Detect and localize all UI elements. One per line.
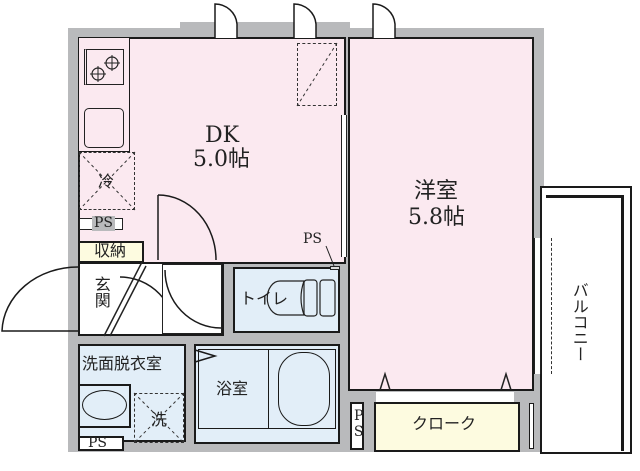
top-window-2 [293,3,317,38]
room-western [348,37,534,391]
hall-door-swing [164,269,222,329]
washer-label: 洗 [151,410,168,429]
closet-side-slot [529,403,534,449]
toilet [233,267,340,333]
partition-sliding-door [341,115,347,257]
dk-cabinet [297,43,337,106]
dk-door-swing [157,194,217,261]
stove [84,49,124,85]
entrance-label-1: 玄関 [91,276,111,312]
dk-name: DK [205,123,240,148]
top-window-1 [214,3,238,38]
storage-label: 収納 [94,241,127,260]
ps-box-lower [78,436,124,451]
ps-label-lower: PS [88,435,108,451]
fridge-cross-icon [78,151,136,211]
dk-cabinet-diagonal [296,42,338,107]
fridge-space [79,152,135,210]
balcony-window-dashes [551,238,552,374]
western-size: 5.8帖 [408,205,465,230]
ps-toilet-leader [325,245,335,267]
ps-box-vertical [350,402,364,450]
closet [374,402,520,452]
toilet-label: トイレ [240,289,289,308]
ps-label-upper: PS [92,215,116,231]
toilet-bowl-icon [266,279,336,317]
bath-divider [268,349,269,429]
outer-wall-top-left-step [180,22,350,32]
washer-space [134,393,184,443]
entrance-front-door [1,266,79,332]
burner-icon [90,55,120,82]
dk-size: 5.0帖 [193,147,250,172]
ps-label-vertical: PS [350,408,367,440]
bathtub [278,352,330,426]
closet-door-markers [379,371,512,391]
western-name: 洋室 [414,179,459,204]
ps-toilet-box [330,266,340,270]
kitchen-counter [78,37,130,152]
kitchen-sink [84,108,124,148]
bath-door-marker [194,349,218,363]
ps-label-toilet: PS [303,231,323,247]
balcony-inner-rail [546,195,624,451]
entrance-shoe-rack [103,261,147,337]
entrance-label: 玄関 [91,276,111,308]
bath-label: 浴室 [216,379,249,398]
washbasin [82,390,127,420]
closet-label: クローク [412,414,477,433]
washroom-label: 洗面脱衣室 [82,354,163,373]
fridge-label: 冷 [98,172,115,191]
bath-inner [198,349,336,429]
closet-threshold [376,392,514,402]
balcony-window [534,238,541,374]
balcony-label: バルコニー [569,282,589,362]
top-window-3 [372,3,396,38]
